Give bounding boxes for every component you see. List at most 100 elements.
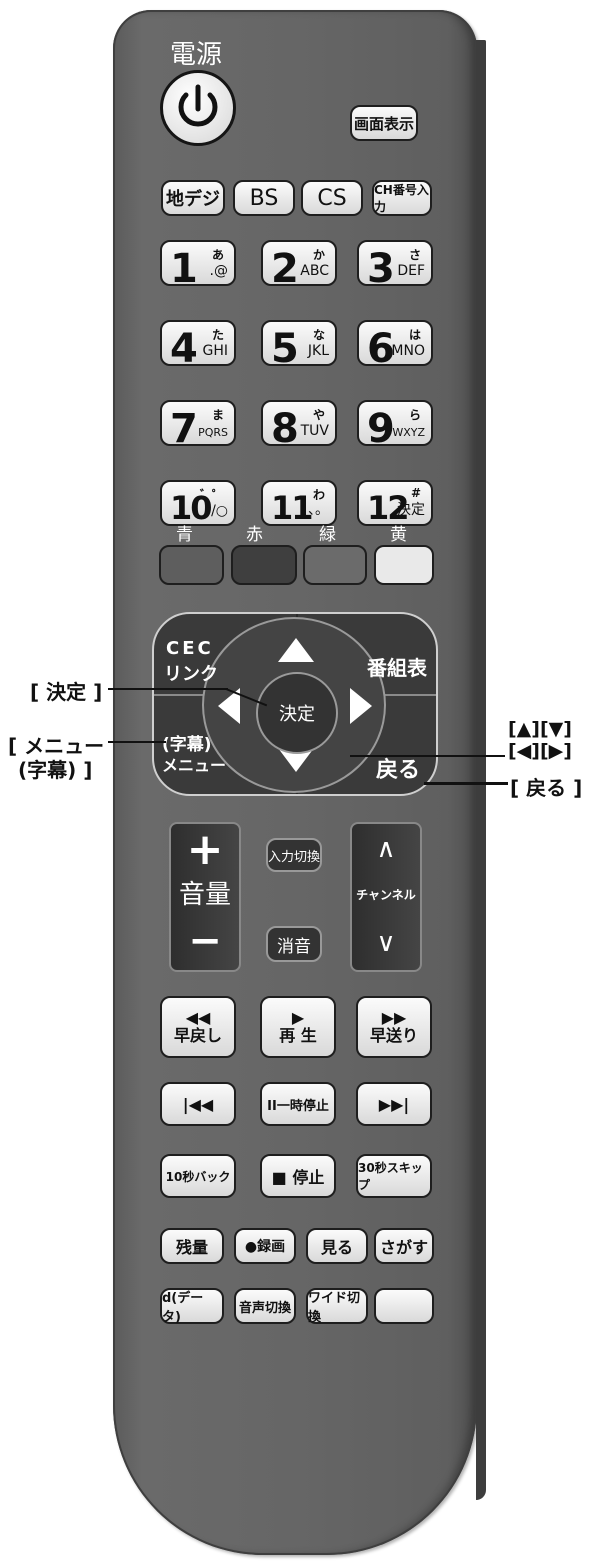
number-key-digit: 12	[367, 489, 410, 527]
number-key-digit: 10	[170, 489, 213, 527]
audio-switch-button[interactable]: 音声切換	[234, 1288, 296, 1324]
cec-label[interactable]: CEC	[166, 638, 214, 659]
power-icon	[178, 84, 218, 127]
number-key-letters: MNO	[391, 343, 425, 359]
stop-button[interactable]: ■ 停止	[260, 1154, 336, 1198]
volume-down-icon[interactable]: −	[188, 918, 222, 964]
number-key-digit: 8	[271, 406, 299, 452]
blue-button[interactable]	[159, 545, 224, 585]
number-key-letters: JKL	[307, 343, 329, 359]
rewind-label: 早戻し	[173, 1026, 222, 1045]
input-switch-button[interactable]: 入力切換	[266, 838, 322, 872]
back-10s-button[interactable]: 10秒バック	[160, 1154, 236, 1198]
number-key-letters: DEF	[397, 263, 425, 279]
play-button[interactable]: ▶再 生	[260, 996, 336, 1058]
number-key-twelve[interactable]: 12#決定	[357, 480, 433, 527]
rewind-icon: ◀◀	[185, 1007, 211, 1027]
search-button[interactable]: さがす	[374, 1228, 434, 1264]
callout-menu-1: [ メニュー	[8, 734, 105, 758]
number-key-ten[interactable]: 10゛゜/○	[160, 480, 236, 527]
dpad-left-icon[interactable]	[216, 686, 242, 726]
skip-back-button[interactable]: |◀◀	[160, 1082, 236, 1126]
wide-switch-button[interactable]: ワイド切換	[306, 1288, 368, 1325]
remaining-button[interactable]: 残量	[160, 1228, 224, 1264]
pause-button[interactable]: II一時停止	[260, 1082, 336, 1126]
number-key-kana: ゛゜	[199, 488, 224, 502]
dpad-right-icon[interactable]	[348, 686, 374, 726]
bs-button[interactable]: BS	[233, 180, 295, 216]
callout-arrows-2: [◀][▶]	[508, 740, 572, 762]
rewind-button[interactable]: ◀◀早戻し	[160, 996, 236, 1058]
callout-enter-line	[108, 688, 228, 690]
channel-label: チャンネル	[356, 888, 416, 902]
fast-forward-button[interactable]: ▶▶早送り	[356, 996, 432, 1058]
subtitle-label[interactable]: (字幕)	[162, 735, 212, 755]
data-button[interactable]: d(データ)	[160, 1288, 224, 1325]
link-label[interactable]: リンク	[164, 664, 218, 685]
number-key-digit: 4	[170, 326, 198, 372]
number-key-letters: TUV	[300, 423, 329, 439]
number-key-digit: 7	[170, 406, 198, 452]
number-key-kana: や	[312, 408, 325, 422]
green-label: 緑	[319, 525, 336, 545]
volume-rocker[interactable]: + 音量 −	[169, 822, 241, 972]
number-key-letters: /○	[211, 503, 228, 519]
number-key-digit: 11	[271, 489, 314, 527]
number-key-kana: ま	[211, 408, 224, 422]
display-button[interactable]: 画面表示	[350, 105, 418, 141]
channel-number-input-button[interactable]: CH番号入力	[372, 180, 432, 216]
number-key-letters: 決定	[397, 502, 425, 518]
number-key-letters: ABC	[300, 263, 329, 279]
power-button[interactable]	[160, 70, 236, 146]
skip-forward-button[interactable]: ▶▶|	[356, 1082, 432, 1126]
number-key-letters: 、。	[308, 502, 329, 518]
red-button[interactable]	[231, 545, 297, 585]
dpad-up-icon[interactable]	[276, 636, 316, 664]
view-button[interactable]: 見る	[306, 1228, 368, 1264]
power-label: 電源	[170, 40, 223, 70]
terrestrial-button[interactable]: 地デジ	[161, 180, 225, 216]
back-button[interactable]: 戻る	[376, 758, 421, 783]
blue-label: 青	[176, 525, 193, 545]
red-label: 赤	[246, 525, 263, 545]
green-button[interactable]	[303, 545, 367, 585]
number-key-letters: .@	[209, 263, 228, 279]
callout-enter: [ 決定 ]	[30, 680, 103, 704]
blank-button[interactable]	[374, 1288, 434, 1324]
enter-button[interactable]: 決定	[256, 672, 338, 754]
number-key-digit: 9	[367, 406, 395, 452]
number-key-digit: 6	[367, 326, 395, 372]
number-key-kana: か	[312, 248, 325, 262]
record-button[interactable]: ●録画	[234, 1228, 296, 1264]
yellow-button[interactable]	[374, 545, 434, 585]
volume-up-icon[interactable]: +	[186, 824, 224, 875]
cs-button[interactable]: CS	[301, 180, 363, 216]
channel-rocker[interactable]: ∧ チャンネル ∨	[350, 822, 422, 972]
fast-forward-label: 早送り	[369, 1026, 418, 1045]
number-key-kana: は	[408, 328, 421, 342]
mute-button[interactable]: 消音	[266, 926, 322, 962]
channel-up-icon[interactable]: ∧	[376, 834, 396, 864]
number-key-digit: 2	[271, 246, 299, 292]
guide-button[interactable]: 番組表	[367, 656, 427, 680]
menu-button[interactable]: メニュー	[162, 756, 227, 775]
channel-down-icon[interactable]: ∨	[376, 928, 396, 958]
play-icon: ▶	[291, 1007, 305, 1027]
number-key-kana: さ	[408, 248, 421, 262]
skip-30s-button[interactable]: 30秒スキップ	[356, 1154, 432, 1198]
dpad-down-icon[interactable]	[276, 746, 316, 774]
play-label: 再 生	[279, 1026, 317, 1045]
number-key-letters: WXYZ	[392, 426, 425, 439]
callout-back-line	[424, 782, 508, 785]
callout-back: [ 戻る ]	[510, 776, 583, 800]
